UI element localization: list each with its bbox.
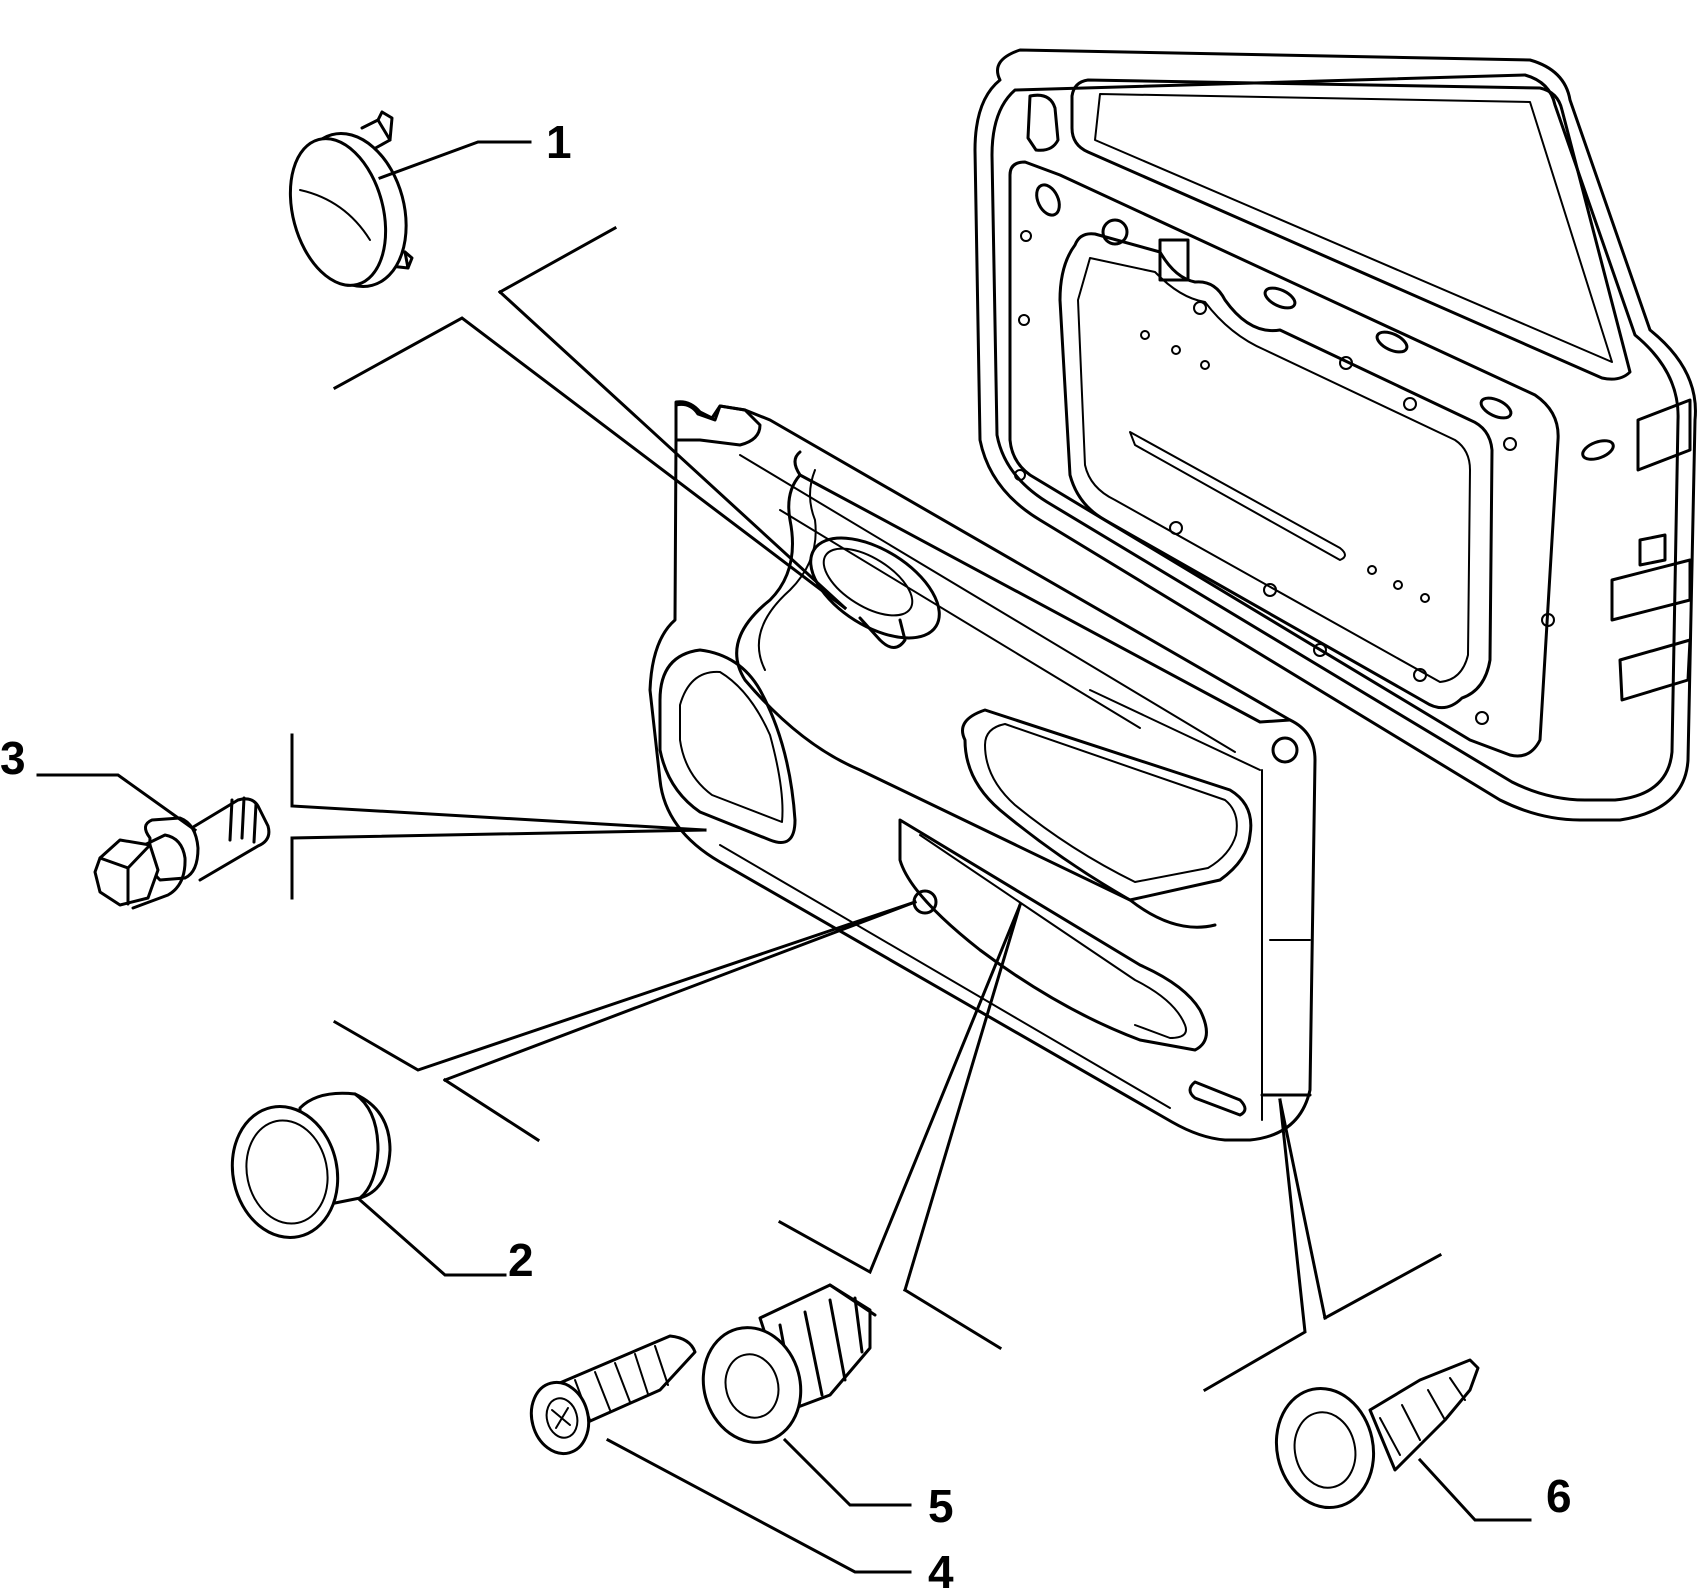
callout-4: 4 (928, 1546, 954, 1594)
callout-labels: 1 2 3 4 5 6 (0, 116, 1572, 1594)
split-rivet-clip-icon (701, 1283, 877, 1444)
callout-3: 3 (0, 732, 26, 784)
leader-lines (36, 140, 1532, 1574)
fir-tree-push-clip-icon (1274, 1358, 1480, 1510)
round-plug-cap-icon (288, 110, 414, 289)
callout-6: 6 (1546, 1470, 1572, 1522)
callout-5: 5 (928, 1480, 954, 1532)
stud-bolt-icon (93, 796, 271, 910)
callout-1: 1 (546, 116, 572, 168)
cylindrical-bushing-icon (230, 1091, 392, 1239)
self-tapping-screw-icon (529, 1334, 697, 1456)
callout-2: 2 (508, 1234, 534, 1286)
door-inner-frame-icon (973, 48, 1697, 822)
